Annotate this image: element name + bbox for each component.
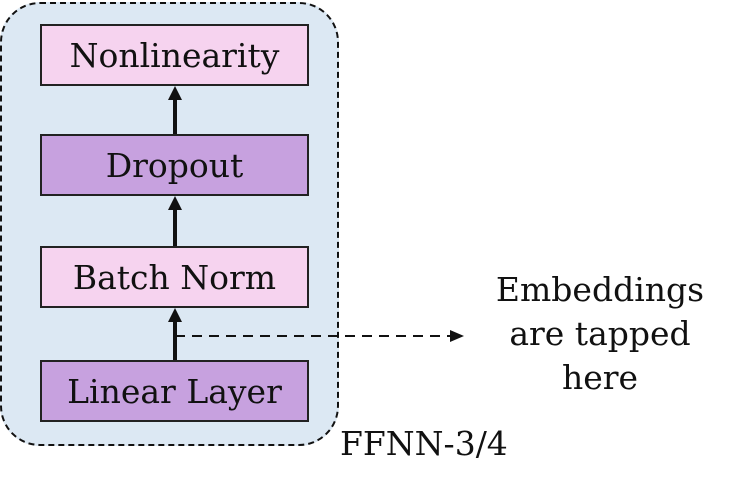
container-caption: FFNN-3/4	[340, 424, 508, 463]
batch-norm-block: Batch Norm	[40, 246, 309, 308]
linear-layer-label: Linear Layer	[67, 371, 282, 411]
annotation-line-2: are tapped	[509, 314, 691, 353]
annotation-line-3: here	[561, 358, 639, 397]
batch-norm-label: Batch Norm	[72, 257, 277, 297]
dropout-label: Dropout	[105, 145, 244, 185]
annotation-line-1: Embeddings	[495, 270, 705, 309]
embedding-tap-annotation: Embeddings are tapped here	[478, 268, 722, 400]
nonlinearity-block: Nonlinearity	[40, 24, 309, 86]
dropout-block: Dropout	[40, 134, 309, 196]
linear-layer-block: Linear Layer	[40, 360, 309, 422]
nonlinearity-label: Nonlinearity	[69, 35, 280, 75]
